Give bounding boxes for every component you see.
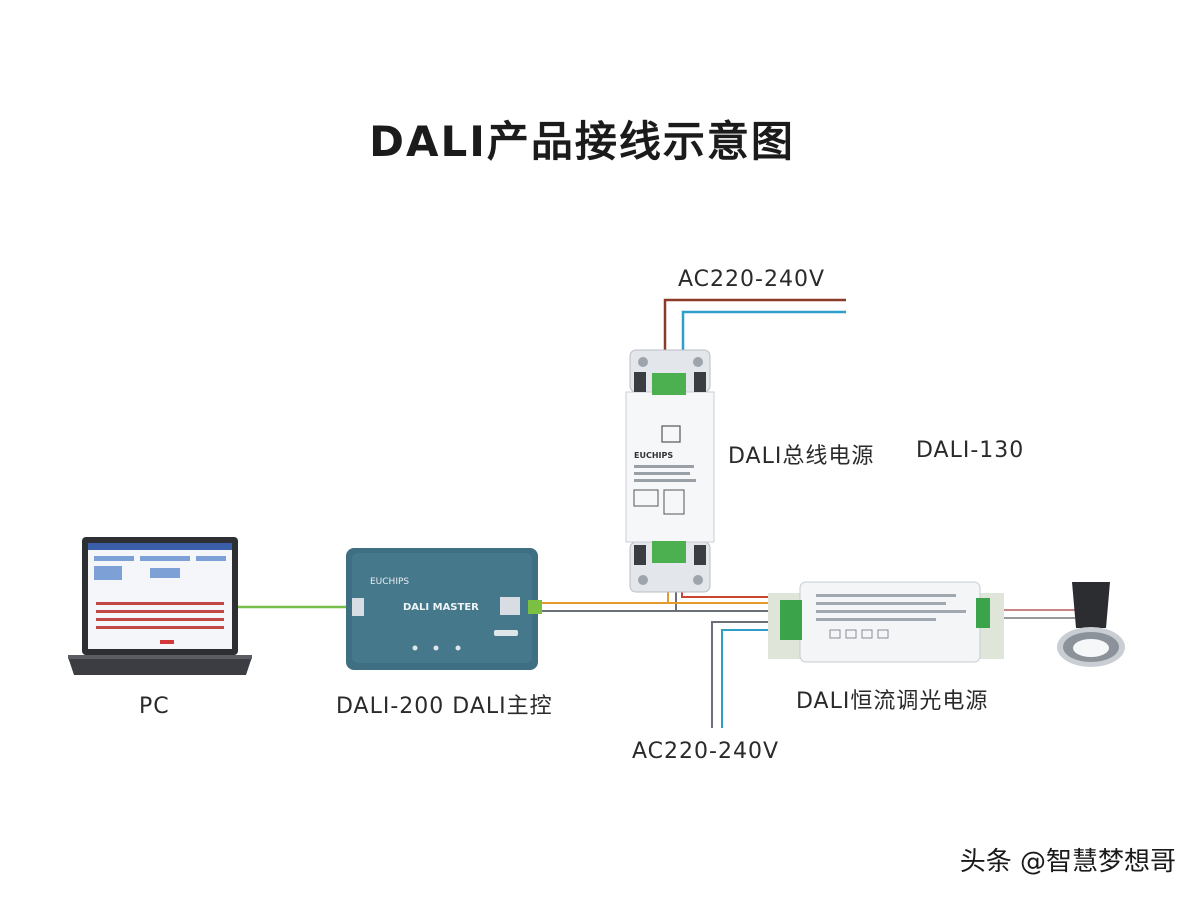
- driver-label: DALI恒流调光电源: [796, 689, 989, 714]
- ac-bottom-label: AC220-240V: [632, 739, 779, 764]
- dali-master-device: EUCHIPS DALI MASTER: [346, 548, 542, 670]
- master-brand: EUCHIPS: [370, 577, 409, 587]
- master-label: DALI-200 DALI主控: [336, 694, 553, 719]
- bus-power-brand: EUCHIPS: [634, 451, 673, 460]
- dali-bus-power-device: EUCHIPS: [625, 349, 715, 593]
- ac-bottom-wire-1: [711, 621, 790, 728]
- bus-power-label: DALI总线电源: [728, 444, 875, 469]
- watermark: 头条 @智慧梦想哥: [959, 847, 1176, 877]
- bus-power-model-label: DALI-130: [916, 438, 1025, 463]
- ac-top-label: AC220-240V: [678, 267, 825, 292]
- laptop-icon: [68, 537, 252, 675]
- downlight-icon: [1057, 582, 1125, 667]
- pc-label: PC: [139, 694, 170, 719]
- ac-bottom-wire-2: [721, 629, 790, 728]
- diagram-title: DALI产品接线示意图: [369, 117, 795, 166]
- dali-driver-device: [768, 581, 1004, 663]
- master-name: DALI MASTER: [403, 602, 479, 613]
